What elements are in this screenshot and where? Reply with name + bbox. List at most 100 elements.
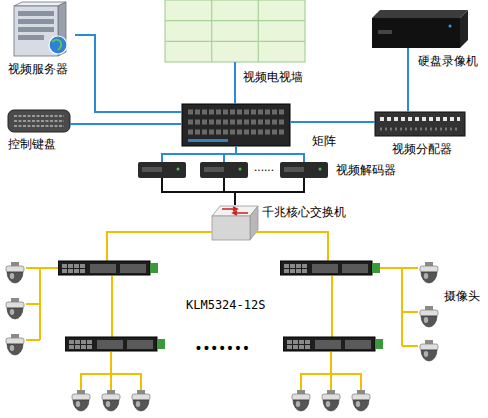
distributor-ports [380, 128, 460, 131]
yellow-wire [301, 374, 361, 390]
yellow-wire [330, 374, 332, 390]
cable [236, 146, 304, 162]
matrix-icon [182, 104, 290, 146]
decoder-port [204, 167, 224, 172]
decoder-box [280, 162, 328, 178]
dvr: 硬盘录像机 [372, 10, 468, 48]
bus-wires [162, 154, 236, 192]
matrix-body [182, 104, 290, 146]
access-switch [65, 337, 165, 351]
yellow-wire [255, 232, 328, 261]
decoder-box [138, 162, 186, 178]
device-label: 矩阵 [312, 134, 336, 148]
video-wall-icon [165, 0, 305, 62]
label-holder: KLM5324-12S [186, 298, 265, 312]
ellipsis: ...... [254, 160, 274, 174]
dome-camera [102, 390, 120, 411]
model-label: KLM5324-12S [186, 298, 265, 312]
blue-wire [223, 154, 225, 162]
blue-wire [162, 154, 236, 162]
label-holder: 视频解码器 [336, 163, 396, 177]
yellow-wire [380, 267, 418, 269]
decoder-icons [138, 162, 328, 178]
yellow-wire [26, 267, 40, 269]
label-holder: 摄像头 [444, 289, 480, 303]
decoder-port [284, 167, 304, 172]
server-slot [18, 27, 54, 32]
decoder-port [142, 167, 162, 172]
keyboard-keys [14, 115, 64, 117]
device-label: 视频电视墙 [243, 70, 303, 84]
label-holder: 控制键盘 [8, 137, 56, 151]
cable [70, 123, 182, 125]
yellow-wire [330, 352, 332, 374]
matrix-slots [188, 110, 284, 115]
cable [234, 62, 236, 104]
dvr-side [460, 10, 468, 48]
label-holder: 硬盘录像机 [418, 54, 478, 68]
label-holder: 视频电视墙 [243, 70, 303, 84]
dome-camera [352, 390, 370, 411]
dome-camera [72, 390, 90, 411]
black-wire [223, 178, 225, 192]
keyboard-keys [14, 125, 64, 127]
keyboard-body [8, 110, 70, 132]
decoder-led [177, 168, 180, 171]
label-holder: 千兆核心交换机 [262, 205, 346, 219]
server-slot [18, 11, 54, 16]
yellow-wire [107, 232, 212, 261]
matrix-slots [188, 120, 284, 125]
control-keyboard: 控制键盘 [8, 110, 70, 132]
matrix-panel [188, 139, 228, 142]
device-label: 视频解码器 [336, 163, 396, 177]
yellow-wire [401, 268, 403, 346]
dvr-top [372, 10, 468, 18]
yellow-wire [331, 276, 333, 337]
distributor-body [375, 112, 465, 136]
wall-grid [211, 0, 212, 62]
device-label: 视频分配器 [392, 142, 452, 156]
decoder-box [200, 162, 248, 178]
server-slot [18, 19, 54, 24]
black-wire [162, 178, 235, 192]
yellow-wire [110, 352, 112, 374]
keyboard-icon [8, 110, 70, 132]
access-switch [58, 261, 158, 275]
globe [49, 36, 67, 54]
video-distributor: 视频分配器 [375, 112, 465, 136]
video-wall: 视频电视墙 [165, 0, 305, 62]
access-switch [280, 261, 380, 275]
dome-camera [420, 306, 438, 327]
dvr-front [372, 18, 460, 48]
keyboard-keys [14, 120, 64, 122]
yellow-wire [111, 276, 113, 337]
label-holder: 视频分配器 [392, 142, 452, 156]
access-switch [283, 337, 383, 351]
dome-camera [6, 298, 24, 319]
dome-camera [6, 262, 24, 283]
server-top [14, 2, 66, 6]
video-server: 视频服务器 [5, 2, 75, 58]
ellipsis: ••••••• [196, 341, 251, 355]
switch-front [212, 216, 250, 240]
wall-grid [258, 0, 259, 62]
wall-grid [165, 20, 305, 21]
distributor-buttons [380, 117, 460, 121]
cable [407, 48, 409, 112]
yellow-wire [402, 345, 418, 347]
cable [235, 178, 304, 205]
yellow-wire [110, 374, 112, 390]
yellow-wire [81, 374, 141, 390]
cable [290, 121, 375, 123]
wall-panel [165, 0, 305, 62]
cable [75, 35, 182, 112]
core-switch-icon [212, 206, 258, 240]
dvr-icon [372, 10, 468, 48]
matrix: 矩阵 [182, 104, 290, 146]
yellow-wire [26, 339, 40, 341]
dome-camera [420, 340, 438, 361]
dome-camera [132, 390, 150, 411]
